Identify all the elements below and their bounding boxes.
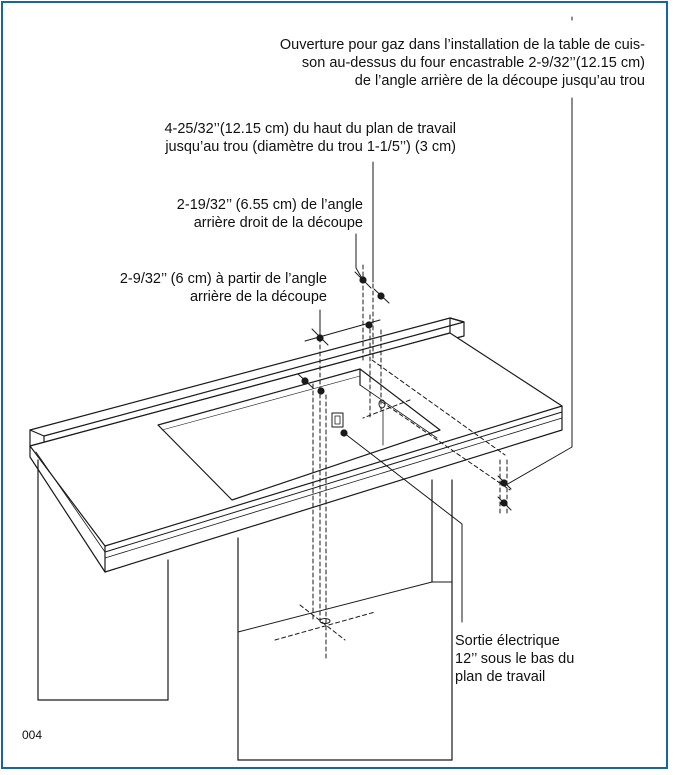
height-from-top-label: 4-25/32’’(12.15 cm) du haut du plan de t… <box>80 120 456 156</box>
cabinet <box>37 409 453 761</box>
figure-number: 004 <box>22 728 43 742</box>
height-from-top-line-1: 4-25/32’’(12.15 cm) du haut du plan de t… <box>164 121 456 137</box>
electrical-outlet-line-1: Sortie électrique <box>455 633 560 649</box>
gas-hole <box>378 399 386 409</box>
rear-corner-line-1: 2-9/32’’ (6 cm) à partir de l’angle <box>119 271 327 287</box>
rear-corner-label: 2-9/32’’ (6 cm) à partir de l’angle arri… <box>40 270 327 306</box>
gas-opening-label: Ouverture pour gaz dans l’installation d… <box>120 36 645 90</box>
right-rear-corner-line-2: arrière droit de la découpe <box>193 215 363 231</box>
dimension-guides <box>274 264 511 661</box>
electrical-outlet-line-2: 12’’ sous le bas du <box>455 651 575 667</box>
leader-lines <box>304 97 573 623</box>
floor-hole <box>319 618 331 624</box>
gas-opening-line-3: de l’angle arrière de la découpe jusqu’a… <box>354 73 645 89</box>
electrical-outlet-line-3: plan de travail <box>455 669 546 685</box>
gas-opening-line-2: son au-dessus du four encastrable 2-9/32… <box>301 55 645 71</box>
electrical-outlet-box <box>331 412 344 428</box>
rear-corner-line-2: arrière de la découpe <box>189 289 327 305</box>
height-from-top-line-2: jusqu’au trou (diamètre du trou 1-1/5’’)… <box>165 139 456 155</box>
right-rear-corner-label: 2-19/32’’ (6.55 cm) de l’angle arrière d… <box>80 196 363 232</box>
electrical-outlet-label: Sortie électrique 12’’ sous le bas du pl… <box>455 632 635 686</box>
right-rear-corner-line-1: 2-19/32’’ (6.55 cm) de l’angle <box>176 197 363 213</box>
blue-frame-border <box>1 1 668 769</box>
gas-opening-line-1: Ouverture pour gaz dans l’installation d… <box>279 37 645 53</box>
